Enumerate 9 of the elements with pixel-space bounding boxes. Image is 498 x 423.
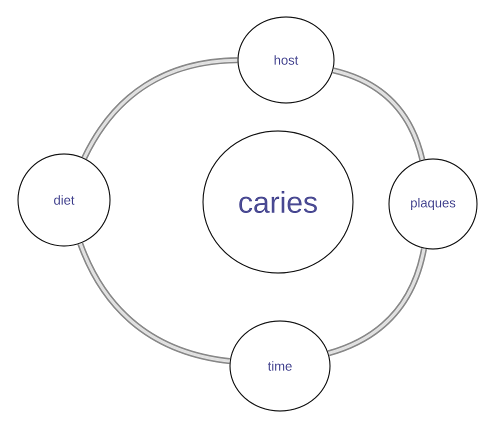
circle-node: time	[229, 320, 331, 412]
circle-node: plaques	[388, 158, 478, 250]
ring-segment	[328, 248, 428, 356]
circle-node: diet	[17, 153, 111, 247]
circle-node: caries	[202, 130, 354, 274]
ring-segment	[77, 242, 230, 364]
ring-segment	[332, 67, 426, 161]
ring-segment	[82, 57, 238, 160]
circle-node: host	[237, 16, 335, 104]
